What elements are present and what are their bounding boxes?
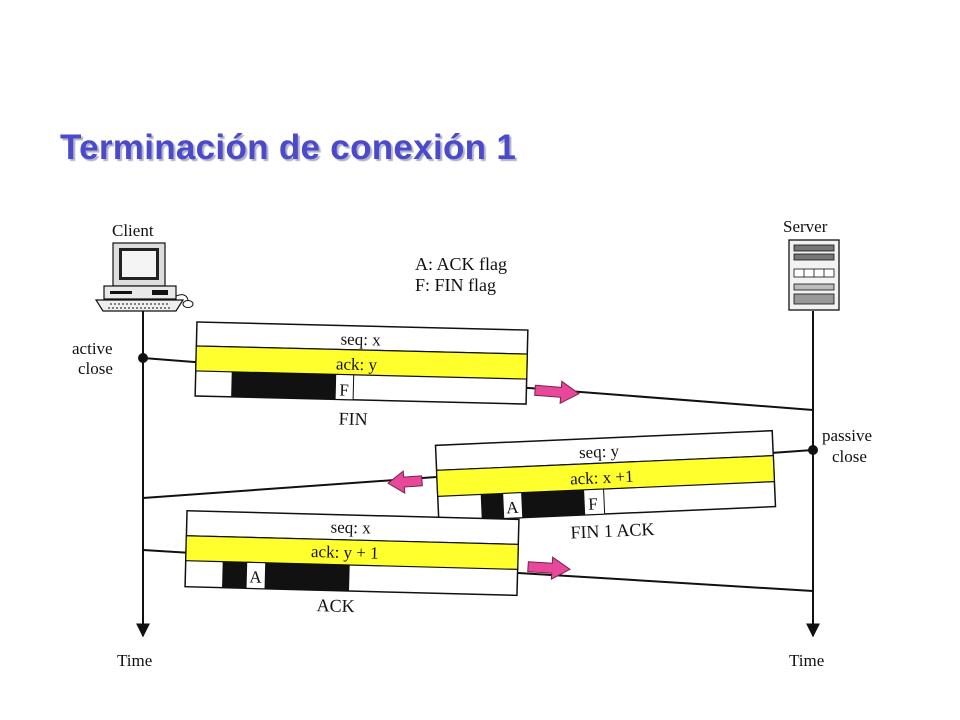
segment-fin-ack-flag-a: A: [506, 498, 520, 518]
segment-fin-ack: ack: y: [336, 354, 378, 374]
segment-fin-caption: FIN: [338, 408, 367, 429]
segment-fin-ack-seq: seq: y: [579, 441, 620, 462]
direction-arrow-icon: [527, 556, 571, 581]
legend-fin: F: FIN flag: [415, 275, 496, 295]
segment-fin-ack-caption: FIN 1 ACK: [570, 519, 655, 543]
active-close-label-2: close: [78, 359, 113, 378]
legend-ack: A: ACK flag: [415, 254, 507, 274]
segment-ack-flag-a: A: [249, 567, 262, 586]
active-close-dot: [138, 353, 148, 363]
passive-close-label-2: close: [832, 447, 867, 466]
active-close-label-1: active: [72, 339, 113, 358]
segment-ack: A seq: x ack: y + 1 ACK: [184, 509, 520, 616]
segment-ack-caption: ACK: [316, 595, 355, 616]
segment-fin-ack: A F seq: y ack: x +1 FIN 1 ACK: [434, 429, 777, 543]
client-label: Client: [112, 221, 154, 240]
slide-title: Terminación de conexión 1: [60, 128, 517, 167]
client-time-label: Time: [117, 651, 152, 670]
passive-close-dot: [808, 445, 818, 455]
segment-fin-ack-ack: ack: x +1: [570, 467, 634, 489]
server-time-label: Time: [789, 651, 824, 670]
segment-fin-flag-f: F: [339, 380, 349, 399]
passive-close-label-1: passive: [822, 426, 872, 445]
segment-ack-ack: ack: y + 1: [311, 542, 379, 563]
segment-ack-seq: seq: x: [330, 517, 371, 537]
segment-fin-seq: seq: x: [340, 329, 381, 349]
direction-arrow-icon: [387, 470, 423, 494]
server-tower-icon: [788, 239, 840, 311]
server-label: Server: [783, 217, 828, 236]
desktop-computer-icon: [94, 242, 194, 312]
direction-arrow-icon: [534, 380, 580, 405]
segment-fin-ack-flag-f: F: [588, 494, 598, 513]
segment-fin: F seq: x ack: y FIN: [194, 321, 529, 429]
